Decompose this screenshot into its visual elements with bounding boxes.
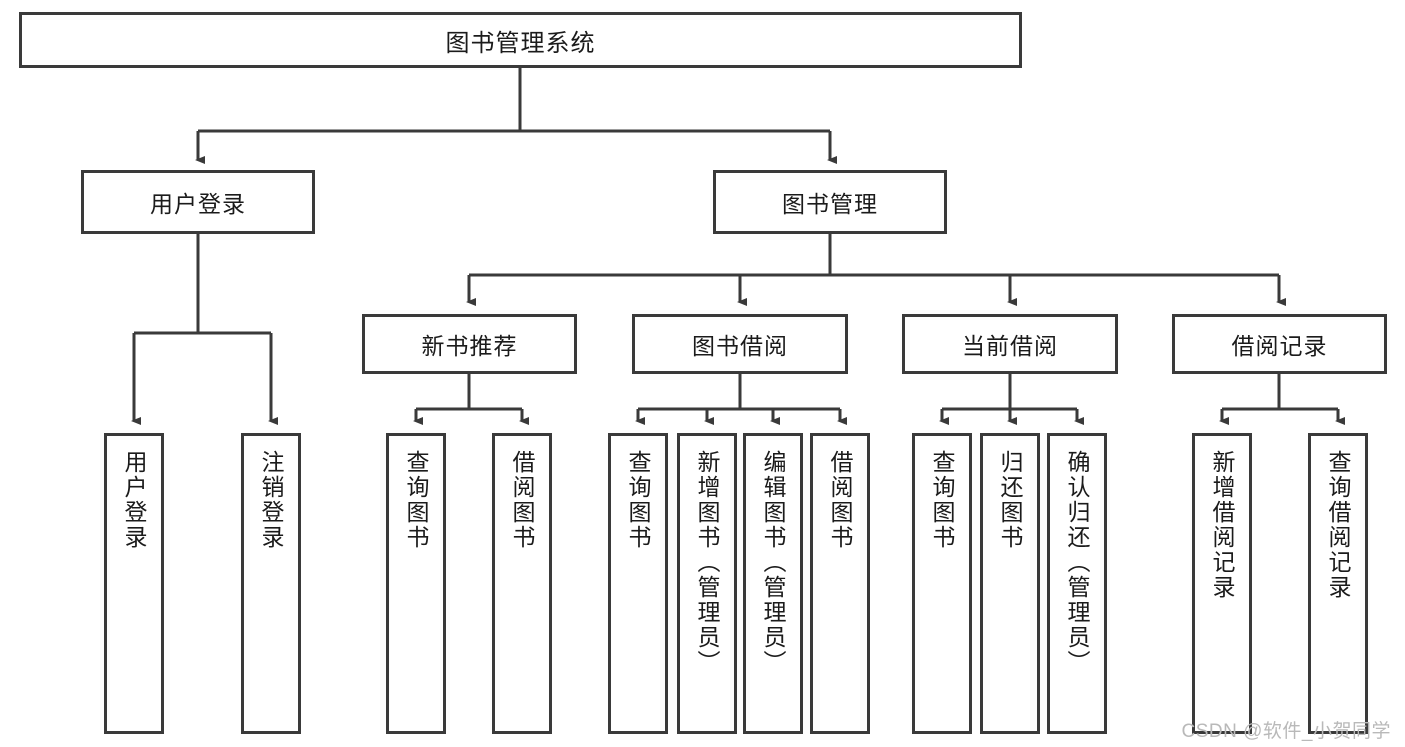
node-new-book-recommend[interactable]: 新书推荐 <box>362 314 577 374</box>
watermark-text: CSDN @软件_小贺同学 <box>1181 721 1391 742</box>
node-book-management[interactable]: 图书管理 <box>713 170 947 234</box>
leaf-label: 查询图书 <box>624 450 651 550</box>
leaf-label: 借阅图书 <box>826 450 853 550</box>
node-current-borrow[interactable]: 当前借阅 <box>902 314 1118 374</box>
leaf-current-borrow-confirm[interactable]: 确认归还（管理员） <box>1047 433 1107 734</box>
leaf-borrow-record-add[interactable]: 新增借阅记录 <box>1192 433 1252 734</box>
leaf-book-borrow-borrow[interactable]: 借阅图书 <box>810 433 870 734</box>
leaf-label: 查询借阅记录 <box>1324 450 1351 600</box>
leaf-new-book-query[interactable]: 查询图书 <box>386 433 446 734</box>
leaf-label: 注销登录 <box>257 450 284 550</box>
leaf-book-borrow-query[interactable]: 查询图书 <box>608 433 668 734</box>
leaf-new-book-borrow[interactable]: 借阅图书 <box>492 433 552 734</box>
node-book-borrow[interactable]: 图书借阅 <box>632 314 848 374</box>
node-borrow-records[interactable]: 借阅记录 <box>1172 314 1387 374</box>
node-user-login[interactable]: 用户登录 <box>81 170 315 234</box>
leaf-label: 新增图书（管理员） <box>693 450 720 675</box>
leaf-label: 查询图书 <box>928 450 955 550</box>
leaf-current-borrow-query[interactable]: 查询图书 <box>912 433 972 734</box>
leaf-label: 编辑图书（管理员） <box>759 450 786 675</box>
leaf-label: 确认归还（管理员） <box>1063 450 1090 675</box>
leaf-book-borrow-add[interactable]: 新增图书（管理员） <box>677 433 737 734</box>
leaf-current-borrow-return[interactable]: 归还图书 <box>980 433 1040 734</box>
node-root-system[interactable]: 图书管理系统 <box>19 12 1022 68</box>
leaf-borrow-record-query[interactable]: 查询借阅记录 <box>1308 433 1368 734</box>
leaf-label: 借阅图书 <box>508 450 535 550</box>
leaf-label: 用户登录 <box>120 450 147 550</box>
leaf-user-login-login[interactable]: 用户登录 <box>104 433 164 734</box>
leaf-label: 归还图书 <box>996 450 1023 550</box>
leaf-label: 新增借阅记录 <box>1208 450 1235 600</box>
leaf-book-borrow-edit[interactable]: 编辑图书（管理员） <box>743 433 803 734</box>
leaf-user-login-logout[interactable]: 注销登录 <box>241 433 301 734</box>
leaf-label: 查询图书 <box>402 450 429 550</box>
